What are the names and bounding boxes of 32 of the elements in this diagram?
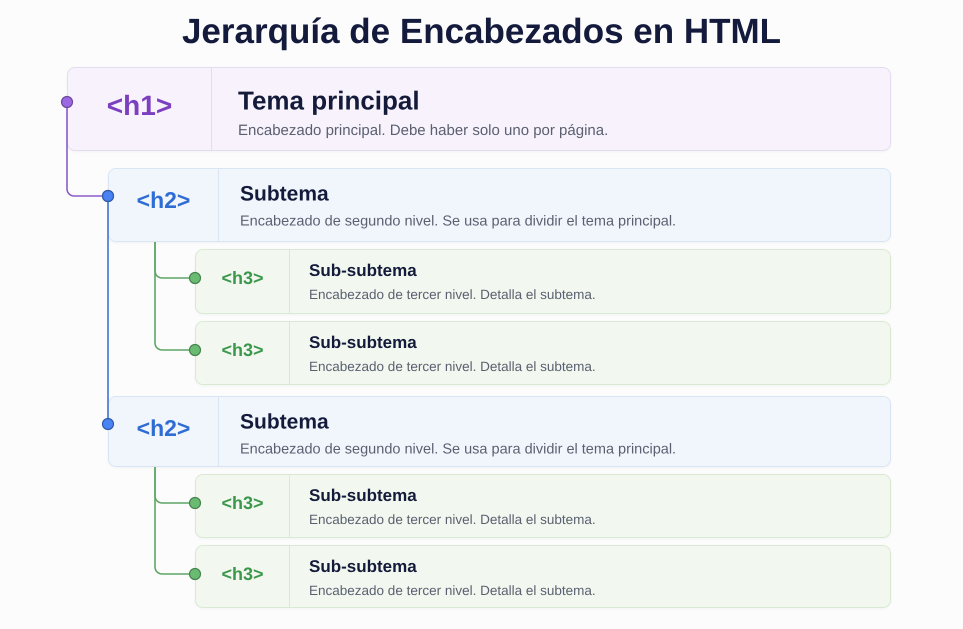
heading-title: Sub-subtema bbox=[309, 260, 417, 282]
tag-label: <h2> bbox=[136, 415, 190, 443]
tag-label: <h1> bbox=[106, 89, 172, 123]
description-text: Encabezado de segundo nivel. Se usa para dividir el tema principal. bbox=[240, 213, 676, 231]
heading-title: Subtema bbox=[240, 181, 329, 207]
tag-label: <h3> bbox=[221, 268, 264, 290]
heading-card bbox=[108, 168, 891, 242]
heading-card bbox=[67, 67, 891, 151]
heading-title: Sub-subtema bbox=[309, 332, 417, 354]
connector-line bbox=[154, 242, 202, 356]
tag-label: <h2> bbox=[136, 187, 190, 215]
tag-label: <h3> bbox=[221, 564, 264, 586]
heading-title: Sub-subtema bbox=[309, 556, 417, 578]
connector-line bbox=[102, 190, 114, 430]
tag-label: <h3> bbox=[221, 340, 264, 362]
heading-title: Sub-subtema bbox=[309, 486, 417, 506]
description-text: Encabezado de tercer nivel. Detalla el subtema. bbox=[309, 286, 596, 304]
heading-title: Tema principal bbox=[238, 85, 420, 117]
tag-label: <h3> bbox=[221, 493, 264, 515]
heading-card bbox=[195, 249, 891, 314]
description-text: Encabezado de tercer nivel. Detalla el subtema. bbox=[309, 582, 596, 600]
description-text: Encabezado principal. Debe haber solo uno por página. bbox=[238, 122, 608, 140]
connector-line bbox=[154, 467, 202, 580]
description-text: Encabezado de segundo nivel. Se usa para dividir el tema principal. bbox=[240, 441, 676, 459]
description-text: Encabezado de tercer nivel. Detalla el subtema. bbox=[309, 358, 596, 376]
heading-card bbox=[195, 545, 891, 608]
heading-card bbox=[195, 474, 891, 538]
heading-card bbox=[108, 396, 891, 467]
heading-title: Subtema bbox=[240, 409, 329, 435]
heading-card bbox=[195, 321, 891, 385]
description-text: Encabezado de tercer nivel. Detalla el subtema. bbox=[309, 512, 596, 528]
diagram-title: Jerarquía de Encabezados en HTML bbox=[182, 11, 782, 53]
